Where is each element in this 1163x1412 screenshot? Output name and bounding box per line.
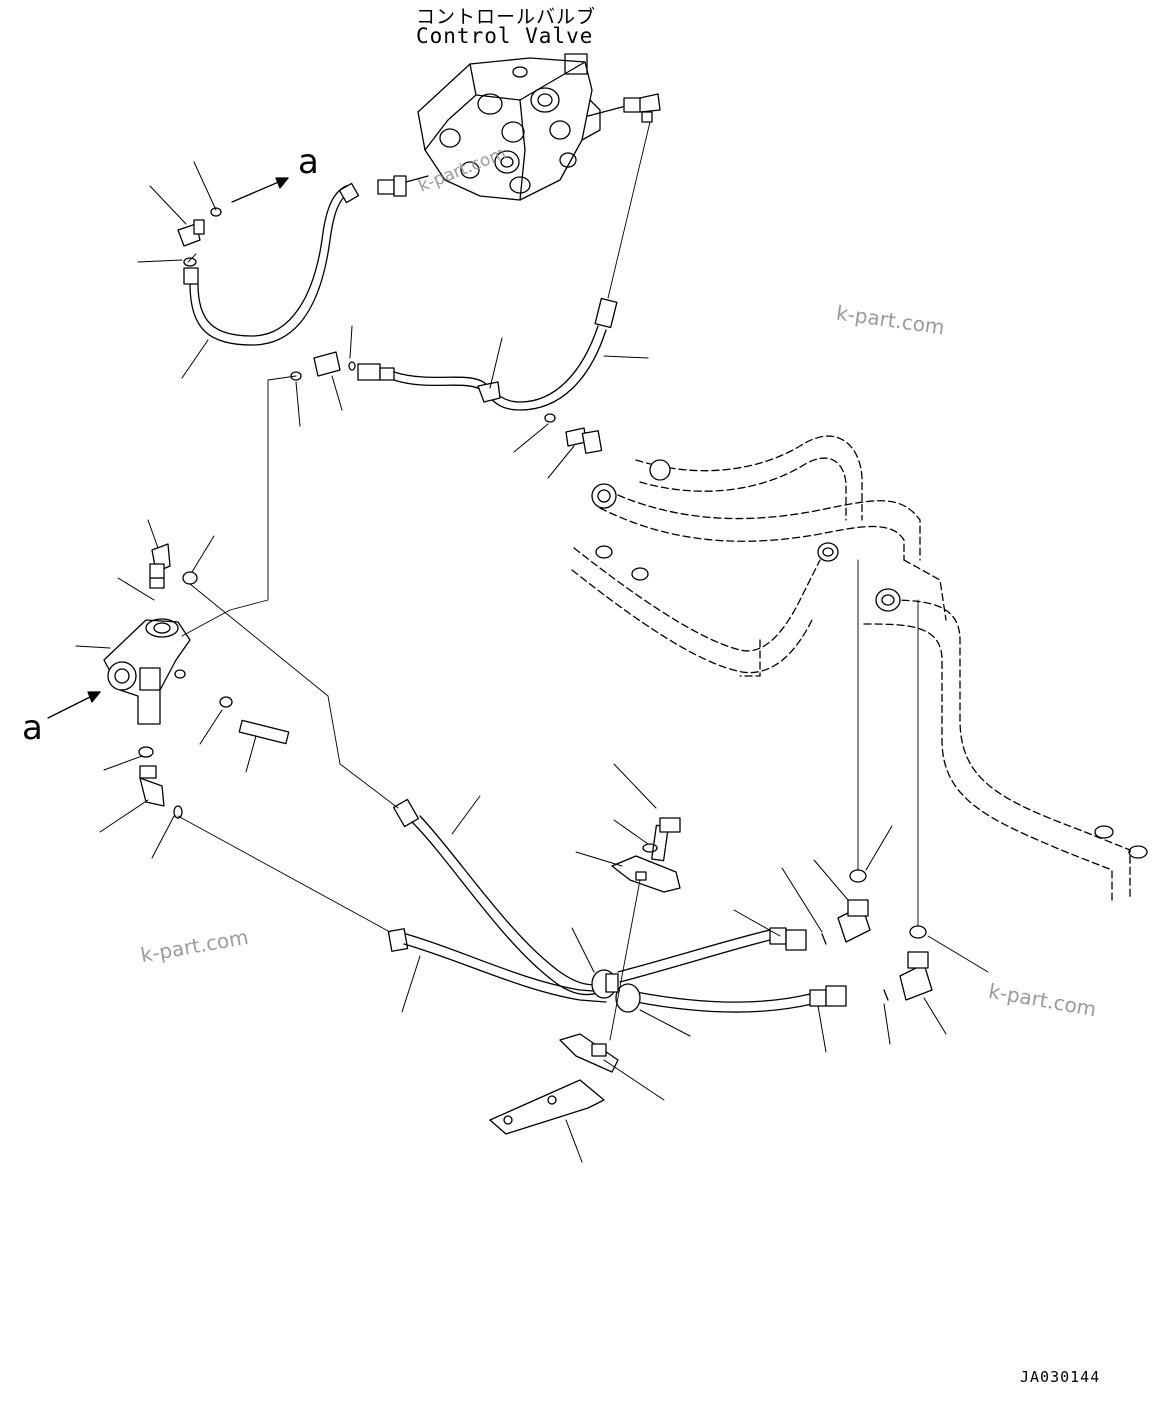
control-valve-title-en: Control Valve bbox=[416, 24, 594, 48]
alignment-lines bbox=[178, 122, 918, 1040]
valve-straight-fitting-left bbox=[378, 176, 428, 196]
view-marker-top: a bbox=[298, 142, 319, 182]
steel-pipe-ports bbox=[592, 460, 1147, 858]
hose-center-lower bbox=[388, 929, 606, 1002]
hose-top-left bbox=[190, 183, 359, 345]
valve-elbow-fitting-right bbox=[588, 94, 660, 122]
view-arrow-top bbox=[232, 178, 288, 202]
control-valve-title-jp: コントロールバルブ bbox=[416, 6, 597, 28]
hose-clamp-assembly bbox=[490, 818, 926, 1134]
hose-center-upper bbox=[394, 799, 608, 994]
elbow-fitting-top-left bbox=[178, 208, 221, 284]
view-marker-left: a bbox=[22, 708, 43, 748]
hose-right-upper bbox=[618, 900, 870, 982]
drawing-code: JA030144 bbox=[1020, 1368, 1101, 1386]
hose-middle bbox=[291, 298, 617, 453]
control-valve-body bbox=[418, 54, 600, 200]
steel-pipe-assembly-dashed bbox=[572, 436, 1130, 900]
divider-valve-left bbox=[104, 544, 289, 818]
hose-right-lower bbox=[636, 952, 932, 1012]
view-arrow-left bbox=[48, 692, 100, 718]
leader-lines bbox=[76, 162, 988, 1162]
